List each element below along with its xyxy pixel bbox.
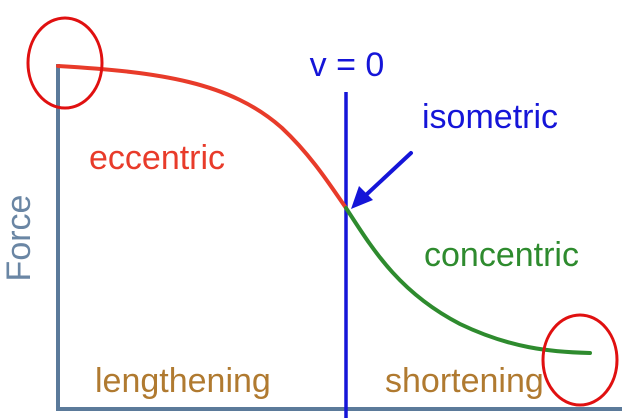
isometric-label: isometric [422, 98, 558, 136]
highlight-circle-right [541, 313, 619, 407]
eccentric-label: eccentric [89, 139, 225, 177]
y-axis-label: Force [0, 195, 38, 282]
lengthening-label: lengthening [95, 362, 271, 400]
velocity-zero-label: v = 0 [310, 46, 385, 84]
concentric-curve [344, 206, 592, 355]
isometric-arrow-icon [351, 151, 413, 209]
shortening-label: shortening [385, 362, 544, 400]
eccentric-curve [56, 64, 348, 210]
highlight-circle-left [26, 16, 104, 110]
concentric-label: concentric [424, 236, 579, 274]
